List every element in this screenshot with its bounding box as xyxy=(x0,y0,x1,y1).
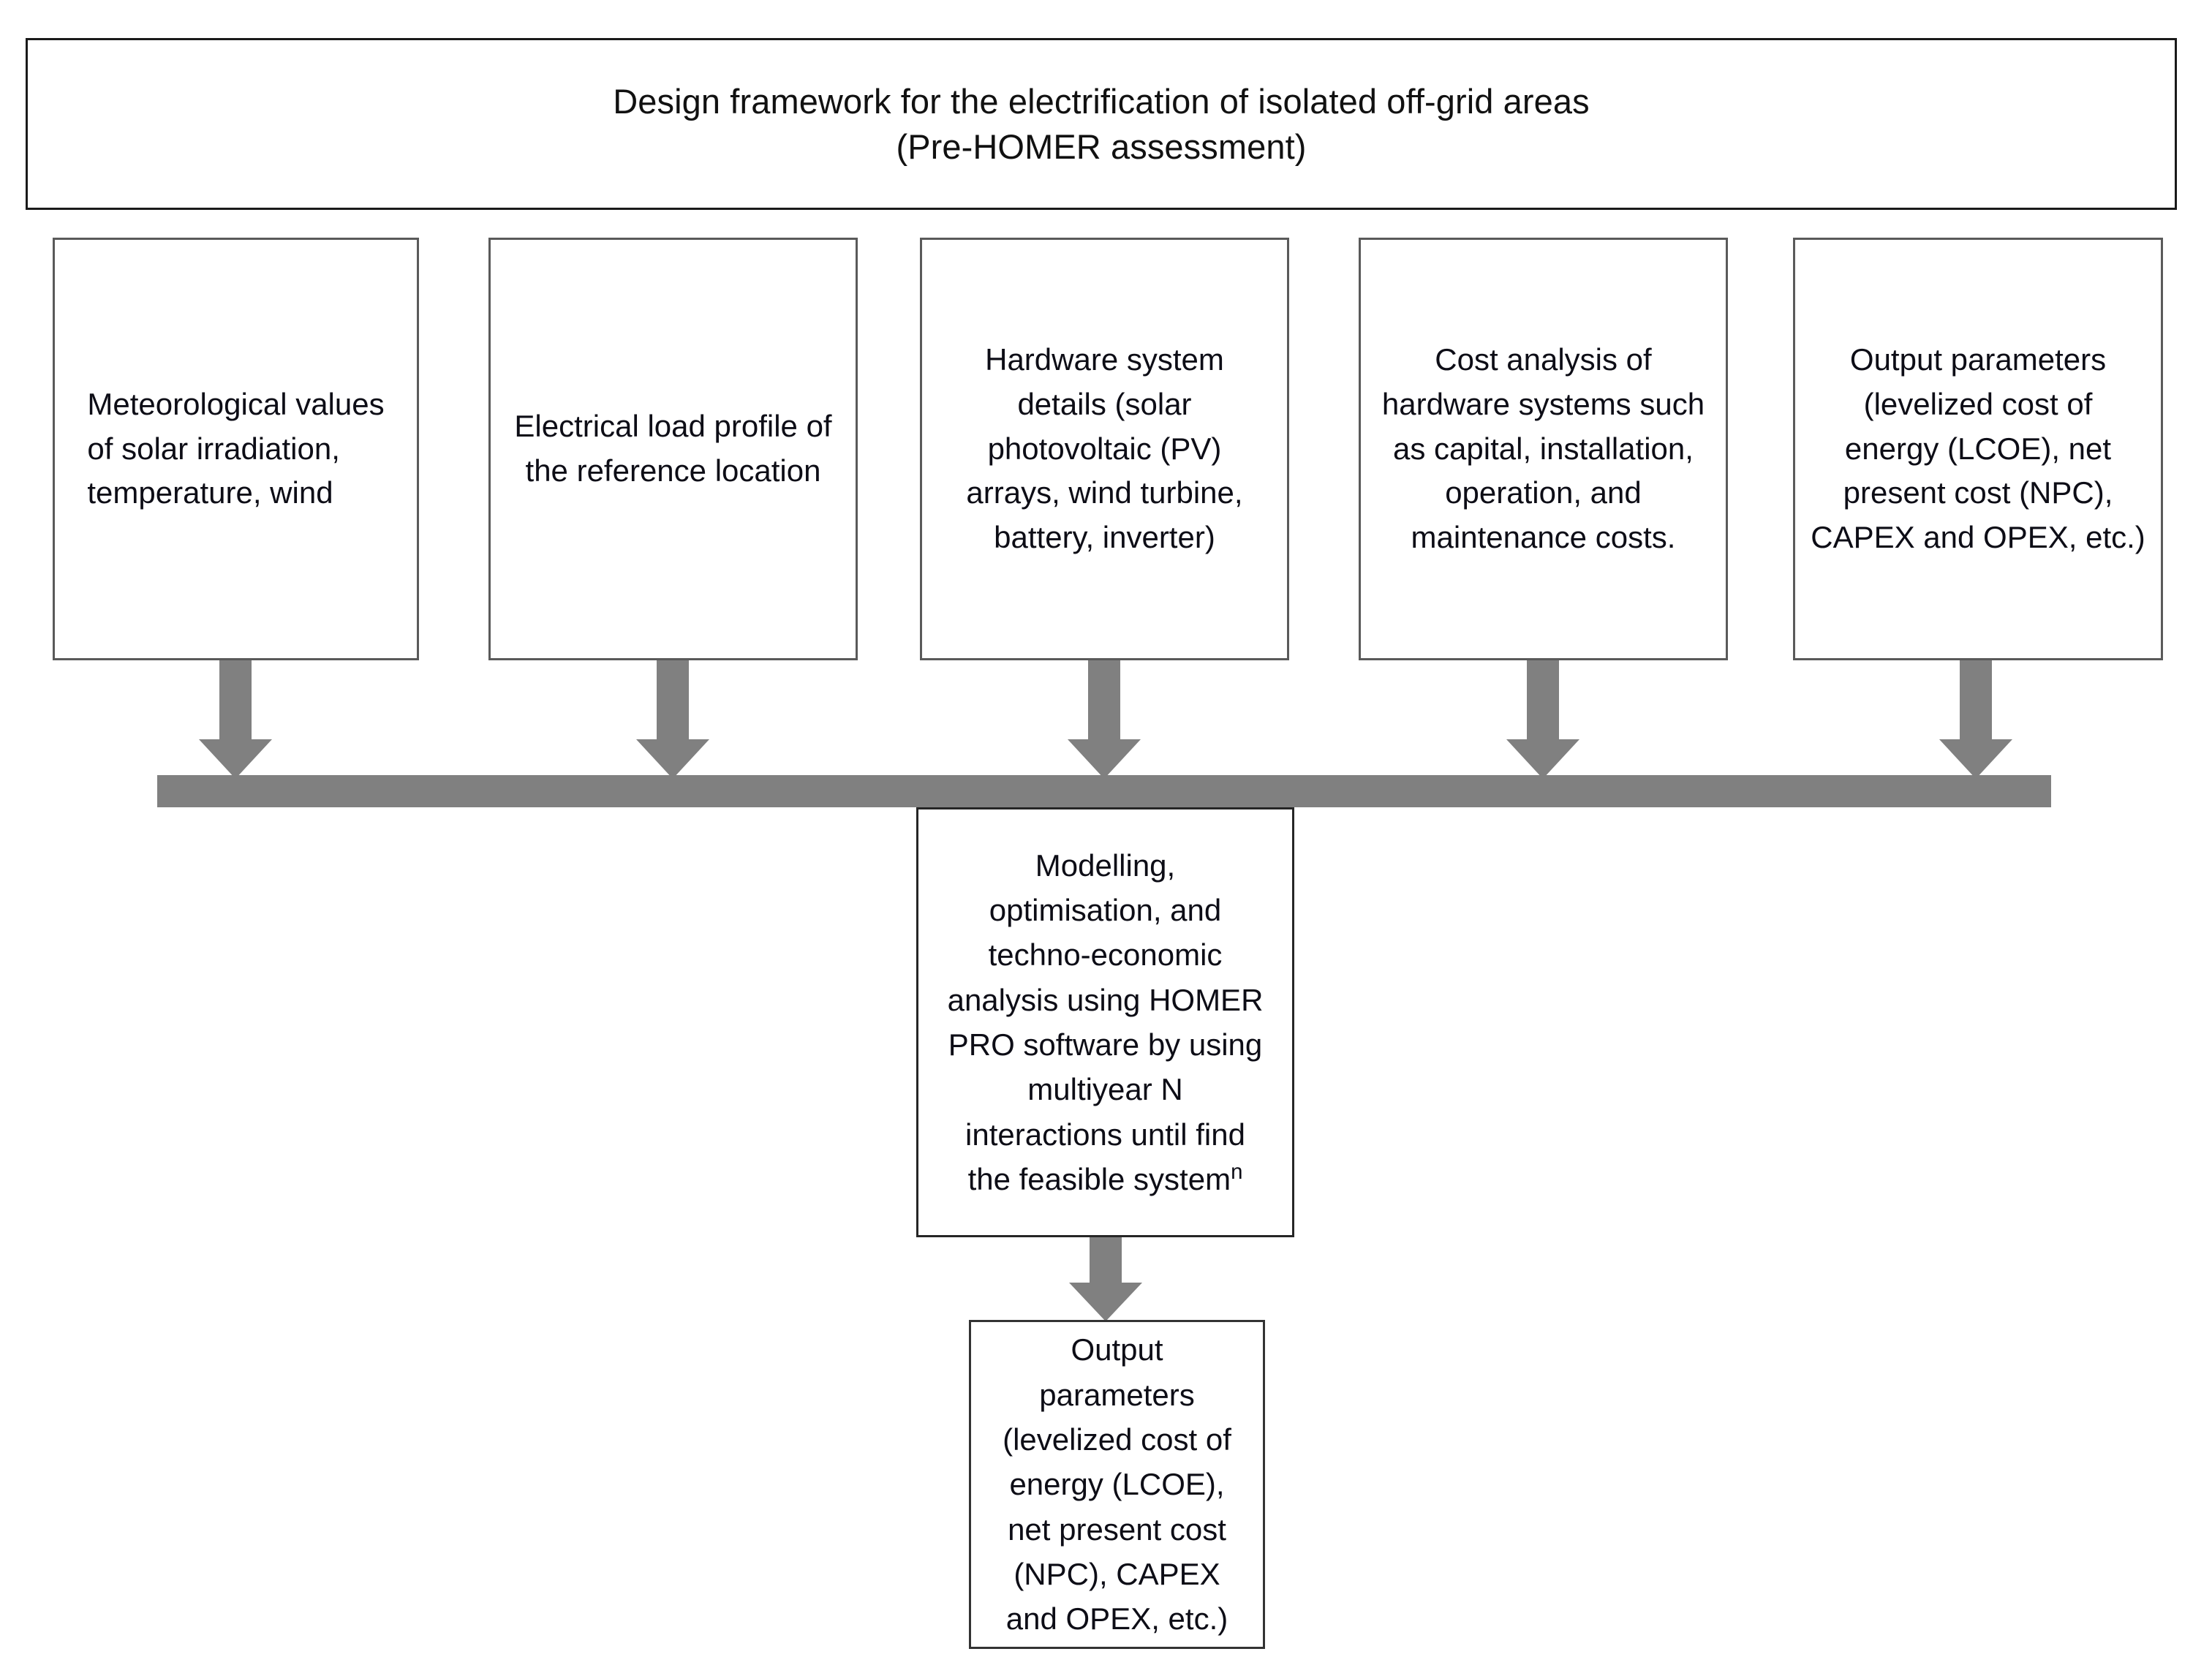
input-box-electrical-load-profile: Electrical load profile of the reference… xyxy=(488,238,858,660)
arrow-down-icon-5 xyxy=(1939,660,2012,779)
aggregation-bar xyxy=(157,775,2051,807)
process-box-modelling-optimisation: Modelling, optimisation, and techno-econ… xyxy=(916,807,1294,1237)
arrow-down-icon-1 xyxy=(199,660,272,779)
input-box-hardware-system-details: Hardware system details (solar photovolt… xyxy=(920,238,1289,660)
input-box-label-4: Output parameters (levelized cost of ene… xyxy=(1811,341,2145,555)
input-box-cost-analysis: Cost analysis of hardware systems such a… xyxy=(1359,238,1728,660)
input-box-label-3: Cost analysis of hardware systems such a… xyxy=(1381,341,1705,555)
input-box-output-parameters: Output parameters (levelized cost of ene… xyxy=(1793,238,2163,660)
process-box-text: Modelling, optimisation, and techno-econ… xyxy=(947,848,1264,1196)
diagram-title-box: Design framework for the electrification… xyxy=(26,38,2177,210)
arrow-down-icon-2 xyxy=(636,660,709,779)
arrow-down-icon-6 xyxy=(1069,1237,1142,1321)
input-box-label-0: Meteorological values of solar irradiati… xyxy=(87,386,385,510)
page-title: Design framework for the electrification… xyxy=(613,82,1590,166)
arrow-down-icon-4 xyxy=(1506,660,1579,779)
process-box-label: Modelling, optimisation, and techno-econ… xyxy=(948,843,1264,1202)
input-box-meteorological-values: Meteorological values of solar irradiati… xyxy=(53,238,419,660)
input-box-label-2: Hardware system details (solar photovolt… xyxy=(966,341,1243,555)
input-box-label-1: Electrical load profile of the reference… xyxy=(514,409,832,488)
output-box-label: Output parameters (levelized cost of ene… xyxy=(1003,1332,1231,1637)
arrow-down-icon-3 xyxy=(1068,660,1141,779)
output-box-final-parameters: Output parameters (levelized cost of ene… xyxy=(969,1320,1265,1649)
process-box-superscript: n xyxy=(1231,1159,1243,1184)
